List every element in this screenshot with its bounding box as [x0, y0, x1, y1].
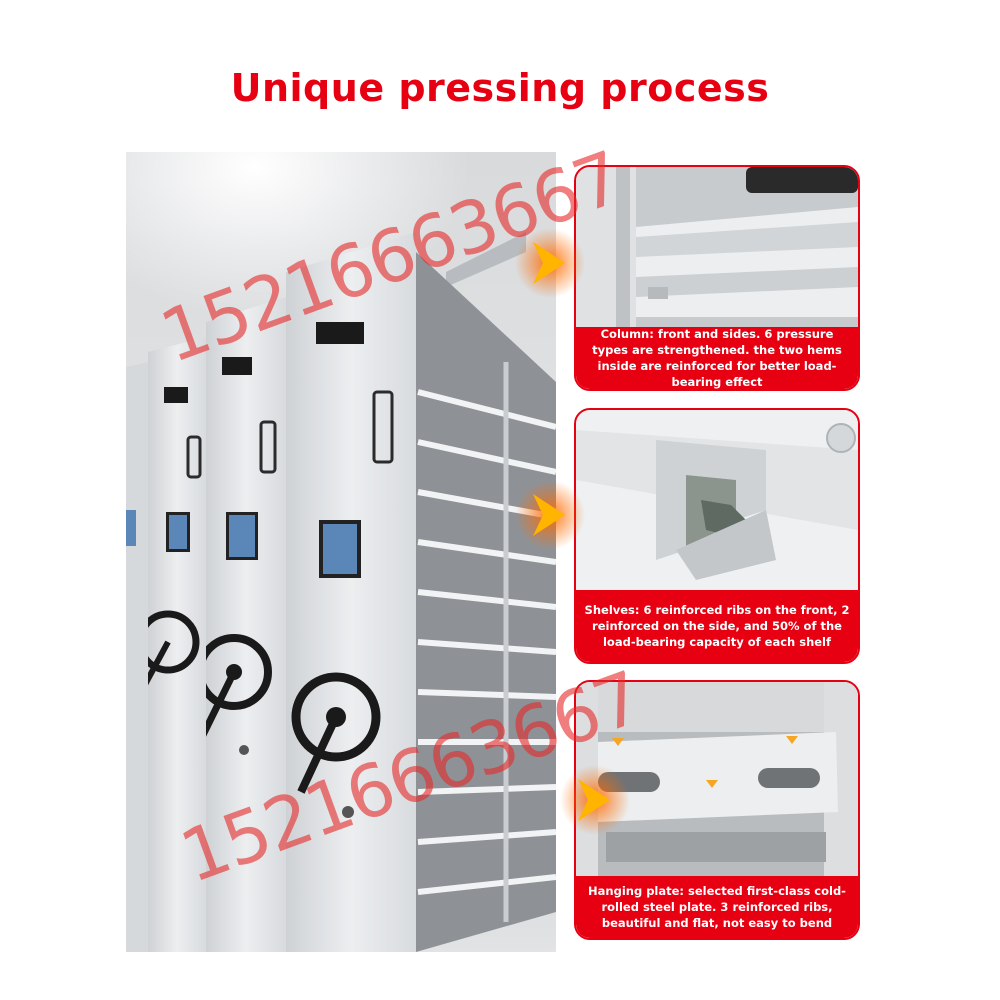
arrow-1-icon: [515, 228, 585, 298]
shelf-detail-panel: Shelves: 6 reinforced ribs on the front,…: [574, 408, 860, 664]
mobile-shelving-photo: [126, 152, 556, 952]
page-title: Unique pressing process: [230, 66, 770, 110]
column-caption: Column: front and sides. 6 pressure type…: [576, 327, 858, 389]
hanging-plate-caption: Hanging plate: selected first-class cold…: [576, 876, 858, 938]
arrow-3-icon: [560, 765, 630, 835]
column-detail-panel: Column: front and sides. 6 pressure type…: [574, 165, 860, 391]
arrow-2-icon: [515, 480, 585, 550]
shelf-caption: Shelves: 6 reinforced ribs on the front,…: [576, 590, 858, 662]
